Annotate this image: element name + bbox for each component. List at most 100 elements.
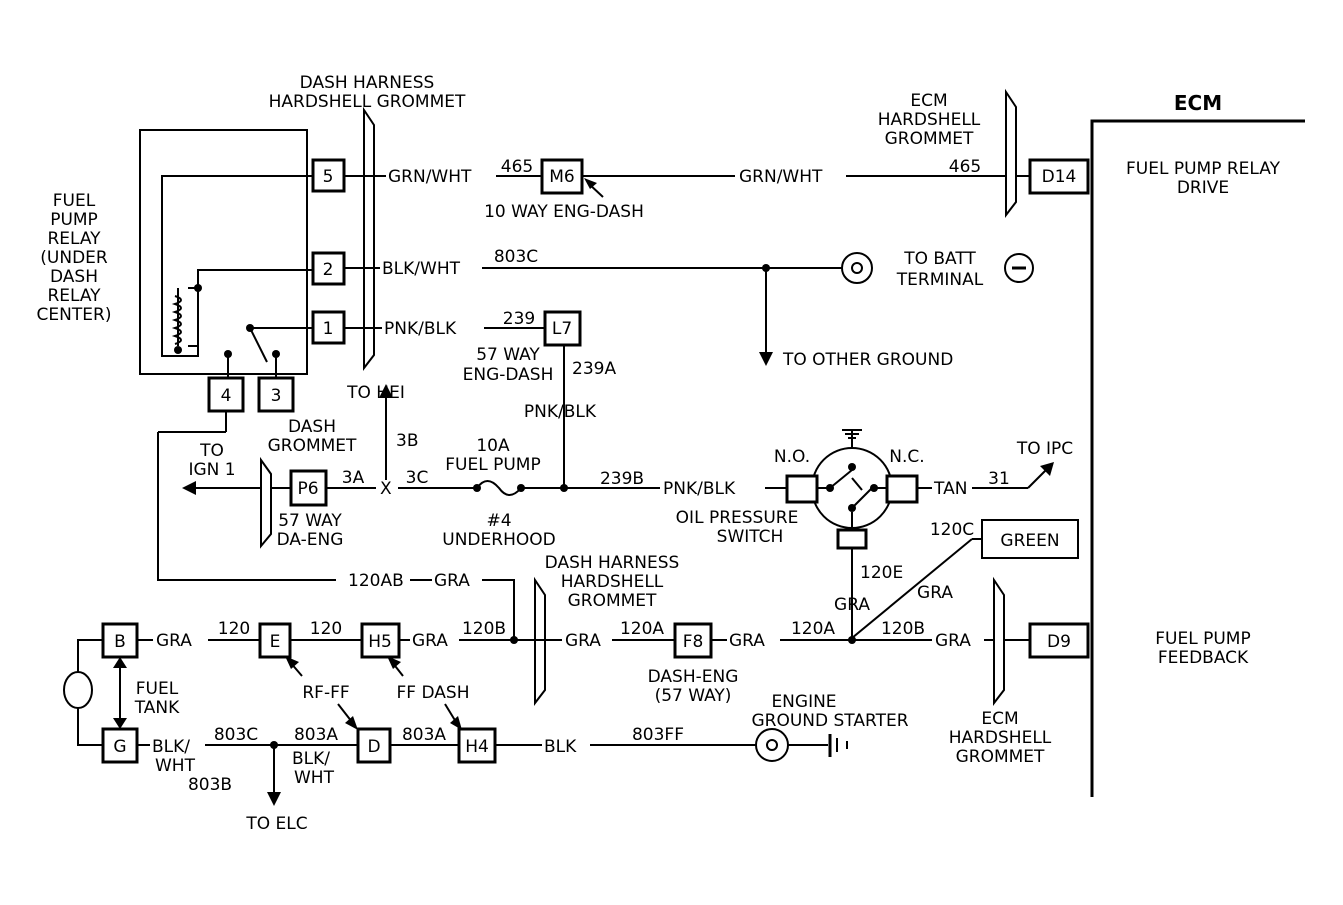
wire-gra-mid: GRA — [565, 631, 601, 651]
to-ipc-label: TO IPC — [1016, 439, 1073, 459]
circuit-803: BLK/ WHT 803B 803C TO ELC 803A BLK/ WHT … — [137, 692, 909, 834]
fuel-pump-motor-icon — [63, 671, 93, 709]
underhood-label-1: #4 — [486, 511, 511, 531]
wire-pnk-blk-2: PNK/BLK — [524, 402, 597, 422]
oil-pressure-switch-label-1: OIL PRESSURE — [676, 508, 799, 528]
wire-gra-120e: GRA — [834, 595, 870, 615]
ff-dash-label: FF DASH — [397, 683, 470, 703]
connector-d9 — [1028, 622, 1090, 659]
relay-label-5: DASH — [50, 267, 98, 287]
relay-label-2: PUMP — [50, 210, 98, 230]
wire-blk: BLK — [544, 737, 577, 757]
pin-5-label: 5 — [323, 167, 334, 187]
relay-label-4: (UNDER — [40, 248, 108, 268]
wire-3a: 3A — [342, 468, 365, 488]
connector-d9-label: D9 — [1047, 632, 1071, 652]
wire-grn-wht-1: GRN/WHT — [388, 167, 472, 187]
dash-harness-grommet-mid-label-2: HARDSHELL — [561, 572, 664, 592]
connector-l7 — [543, 310, 582, 347]
relay-housing — [139, 129, 308, 375]
connector-b-label: B — [114, 632, 126, 652]
fuse-icon — [476, 480, 522, 496]
green-label: GREEN — [1000, 531, 1059, 551]
pin-4 — [207, 376, 245, 413]
relay-pins: 5 2 1 4 3 — [207, 158, 346, 413]
dash-harness-grommet-mid-label-1: DASH HARNESS — [545, 553, 680, 573]
wire-gra-f8: GRA — [729, 631, 765, 651]
pin-2-label: 2 — [323, 260, 334, 280]
dash-harness-grommet-top-label-2: HARDSHELL GROMMET — [269, 92, 466, 112]
ecm-title: ECM — [1174, 91, 1222, 115]
connector-e-label: E — [270, 632, 281, 652]
wire-803a-1: 803A — [294, 725, 338, 745]
ecm-grommet-bottom: ECM HARDSHELL GROMMET — [949, 576, 1052, 767]
switch-bottom-terminal — [836, 528, 868, 550]
wire-239a: 239A — [572, 359, 616, 379]
connector-h5 — [360, 622, 401, 659]
fuel-tank-label-1: FUEL — [136, 679, 179, 699]
fuel-pump-feedback-label-2: FEEDBACK — [1158, 648, 1249, 668]
wire-31: 31 — [988, 469, 1010, 489]
wire-803b: 803B — [188, 775, 232, 795]
wire-pnk-blk-3: PNK/BLK — [663, 479, 736, 499]
location-arrows: RF-FF FF DASH — [285, 656, 469, 730]
switch-nc-label: N.C. — [889, 447, 924, 467]
ecm-block: ECM FUEL PUMP RELAY DRIVE FUEL PUMP FEED… — [1090, 91, 1305, 797]
engine-ground-starter-label-1: ENGINE — [771, 692, 836, 712]
switch-nc-terminal — [885, 474, 919, 504]
connector-d14-label: D14 — [1042, 167, 1077, 187]
wire-120b-2: 120B — [881, 619, 925, 639]
wire-wht-d: WHT — [294, 768, 335, 788]
way57-eng-dash-label-2: ENG-DASH — [463, 365, 554, 385]
ten-way-eng-dash-label: 10 WAY ENG-DASH — [484, 202, 644, 222]
circuit-465: GRN/WHT 465 M6 GRN/WHT 465 10 WAY ENG-DA… — [344, 157, 1090, 222]
wire-gra-h5: GRA — [412, 631, 448, 651]
wire-120a-1: 120A — [620, 619, 664, 639]
wire-tan: TAN — [933, 479, 967, 499]
ecm-grommet-top-label-1: ECM — [910, 91, 947, 111]
to-elc-label: TO ELC — [245, 814, 307, 834]
fuel-pump-fuse-label-2: FUEL PUMP — [445, 455, 540, 475]
green-branch: GREEN 120C GRA — [851, 519, 1079, 639]
wire-803ff: 803FF — [632, 725, 684, 745]
to-ign-label-2: IGN 1 — [188, 460, 235, 480]
wire-239: 239 — [503, 309, 535, 329]
pin-3 — [257, 376, 295, 413]
ecm-grommet-bottom-label-3: GROMMET — [956, 747, 1045, 767]
ecm-grommet-bottom-label-2: HARDSHELL — [949, 728, 1052, 748]
connector-g-label: G — [113, 737, 126, 757]
ecm-grommet-bottom-label-1: ECM — [981, 709, 1018, 729]
oil-pressure-switch: N.O. N.C. OIL PRESSURE SWITCH 120E GRA T… — [676, 429, 1073, 640]
fuel-pump-relay-drive-label-1: FUEL PUMP RELAY — [1126, 159, 1281, 179]
connector-g — [101, 727, 139, 764]
to-hei-label: TO HEI — [346, 383, 405, 403]
wire-grn-wht-2: GRN/WHT — [739, 167, 823, 187]
wire-120ab: 120AB — [348, 571, 404, 591]
wire-120e: 120E — [860, 563, 903, 583]
engine-ground-starter-label-2: GROUND STARTER — [751, 711, 908, 731]
dash-harness-grommet-top-label-1: DASH HARNESS — [300, 73, 435, 93]
wire-120-2: 120 — [310, 619, 342, 639]
connector-d — [356, 727, 392, 764]
pin-3-label: 3 — [271, 386, 282, 406]
pin-5 — [311, 158, 346, 193]
wire-465-2: 465 — [949, 157, 981, 177]
connector-d14 — [1028, 158, 1090, 195]
dash-eng-57-label-1: DASH-ENG — [648, 667, 739, 687]
connector-d-label: D — [367, 737, 380, 757]
way57-eng-dash-label-1: 57 WAY — [476, 345, 540, 365]
connector-h4-label: H4 — [465, 737, 489, 757]
switch-no-label: N.O. — [774, 447, 810, 467]
to-ign-label-1: TO — [199, 441, 224, 461]
to-other-ground-label: TO OTHER GROUND — [782, 350, 953, 370]
wire-blk-slash-d: BLK/ — [292, 749, 330, 769]
to-batt-label-2: TERMINAL — [896, 270, 984, 290]
connector-m6-label: M6 — [549, 167, 574, 187]
relay-label-3: RELAY — [47, 229, 101, 249]
wire-239b: 239B — [600, 469, 644, 489]
wire-120-1: 120 — [218, 619, 250, 639]
wire-pnk-blk-1: PNK/BLK — [384, 319, 457, 339]
wire-wht-g: WHT — [155, 756, 196, 776]
connector-f8 — [673, 622, 713, 659]
dash-grommet-label-2: GROMMET — [268, 436, 357, 456]
